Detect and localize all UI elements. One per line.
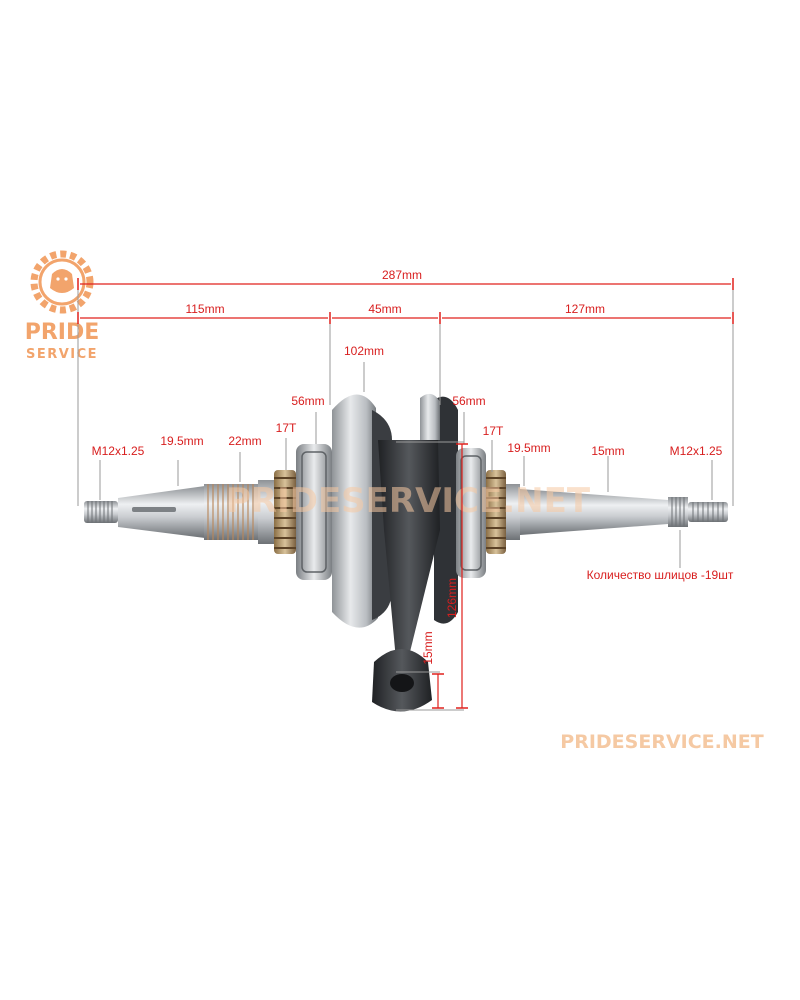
label-rod-small-end: 15mm (421, 631, 435, 664)
left-flywheel (332, 394, 392, 628)
label-right-sprocket: 17T (483, 424, 504, 438)
right-collar (506, 484, 520, 540)
left-sprocket (274, 470, 296, 554)
left-threaded-section (204, 484, 258, 540)
right-shaft (520, 489, 668, 535)
logo-line1: PRIDE (25, 320, 100, 345)
label-overall-length: 287mm (382, 268, 422, 282)
label-left-shaft-diameter: 19.5mm (160, 434, 203, 448)
label-left-thread-diameter: 22mm (228, 434, 261, 448)
right-splines (668, 497, 688, 527)
watermark-center: PRIDESERVICE.NET (226, 481, 591, 521)
gear-lion-icon (30, 250, 94, 314)
left-bearing (296, 444, 332, 580)
left-collar (258, 480, 274, 544)
label-spline-count: Количество шлицов -19шт (587, 568, 734, 582)
dimension-lines (77, 278, 734, 711)
label-left-sprocket: 17T (276, 421, 297, 435)
label-right-section: 127mm (565, 302, 605, 316)
label-left-section: 115mm (185, 302, 224, 316)
right-sprocket (486, 470, 506, 554)
right-thread-end (688, 502, 728, 522)
label-rod-length: 126mm (445, 578, 459, 618)
pride-service-logo: PRIDE SERVICE (25, 250, 100, 362)
crankshaft-photo (84, 393, 728, 712)
label-right-bearing: 56mm (452, 394, 485, 408)
label-right-thread: M12x1.25 (670, 444, 723, 458)
left-keyway (132, 507, 176, 512)
label-left-bearing: 56mm (291, 394, 324, 408)
watermark-bottom: PRIDESERVICE.NET (560, 731, 763, 753)
label-center-section: 45mm (368, 302, 401, 316)
label-right-shaft-diameter: 19.5mm (507, 441, 550, 455)
connecting-rod (372, 440, 440, 712)
label-right-shaft-end: 15mm (591, 444, 624, 458)
logo-line2: SERVICE (26, 347, 98, 362)
label-flywheel-diameter: 102mm (344, 344, 384, 358)
dimension-labels: 287mm 115mm 45mm 127mm 102mm 56mm 56mm 1… (92, 268, 734, 665)
right-flywheel (420, 393, 458, 624)
right-bearing (456, 448, 486, 578)
left-thread-end (84, 501, 118, 523)
label-left-thread: M12x1.25 (92, 444, 145, 458)
